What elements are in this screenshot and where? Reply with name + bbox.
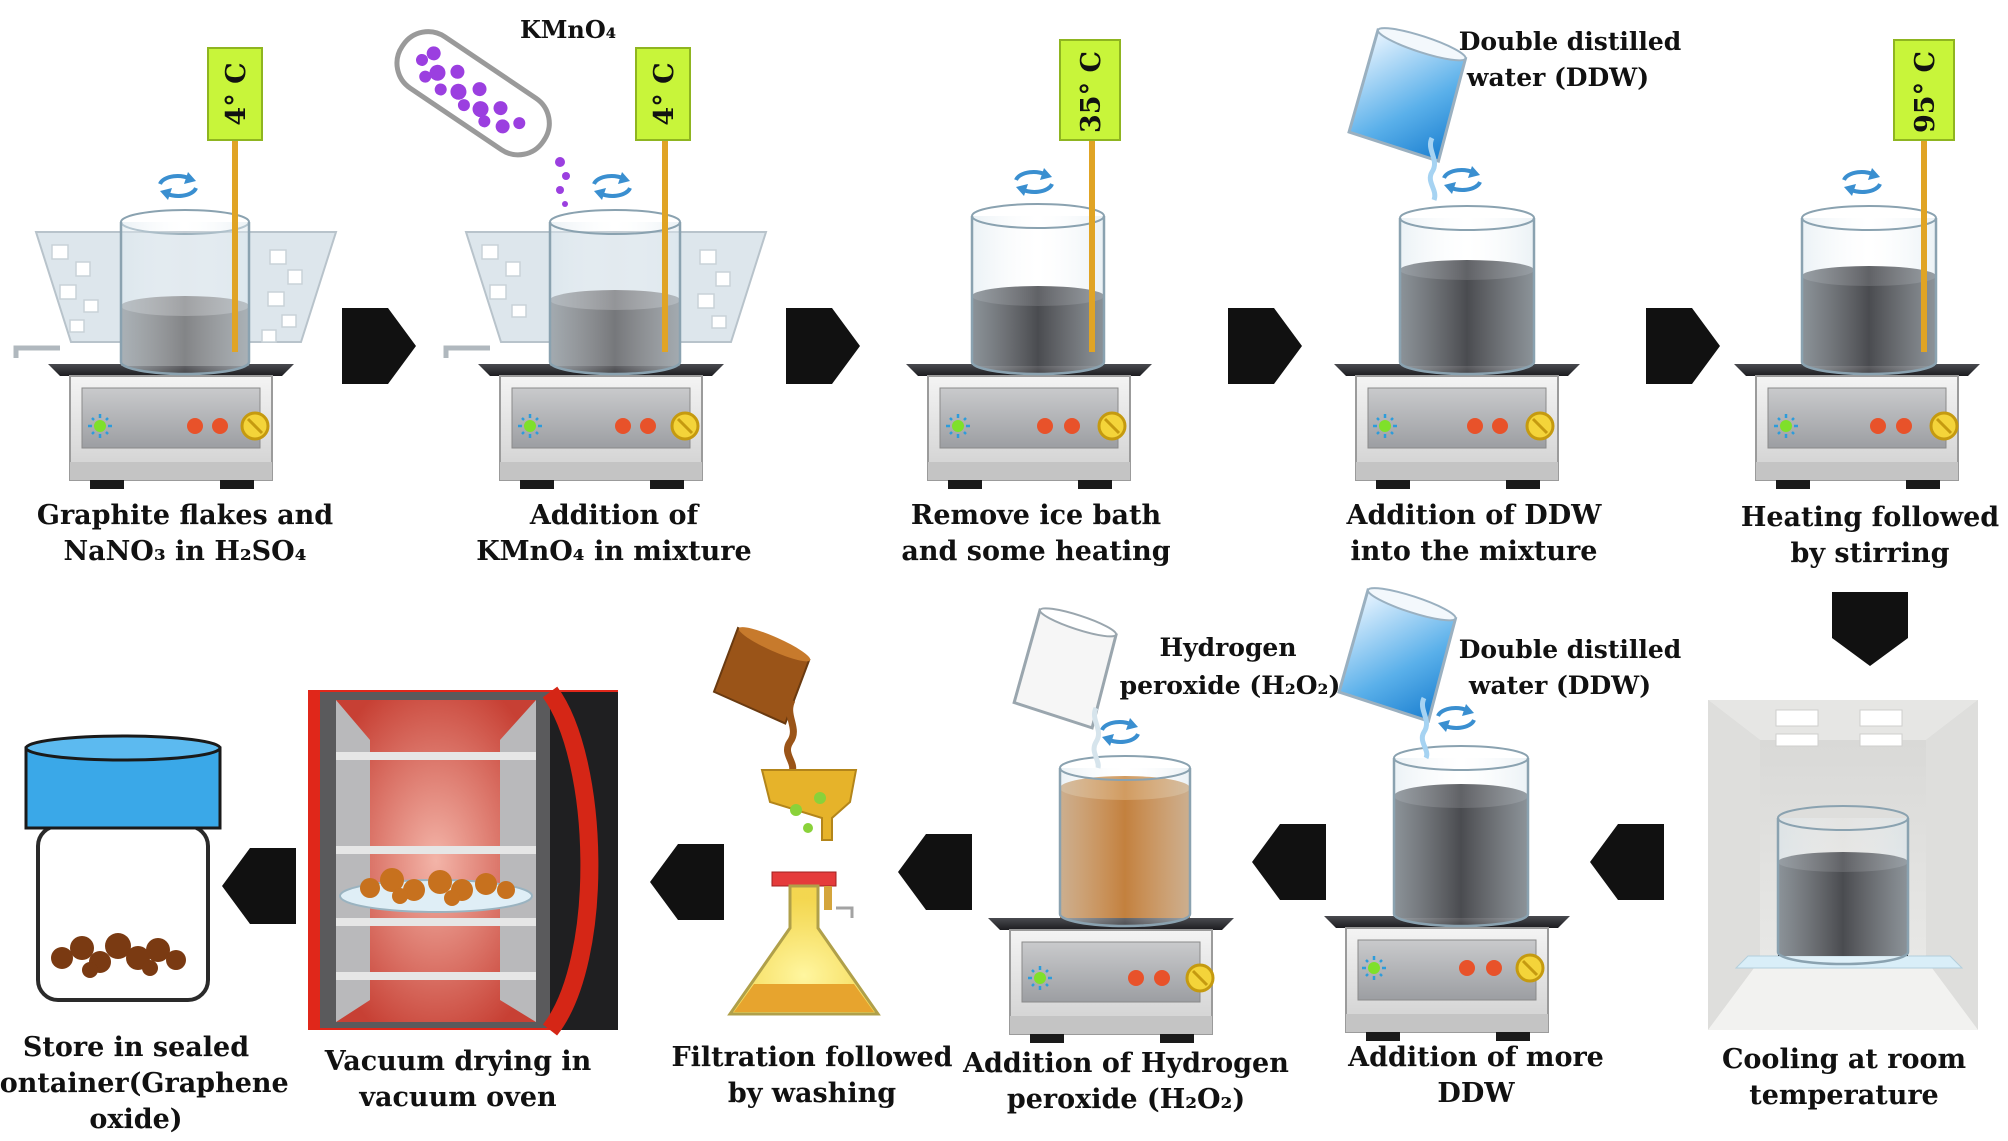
- step-5-caption: Heating followed by stirring: [1740, 502, 2000, 569]
- step-5-setup: [1733, 39, 1981, 490]
- direction-arrow-icon: [898, 834, 972, 910]
- stirring-rotation-icon: [1442, 164, 1482, 196]
- temp-step-3: 35° C: [1076, 51, 1107, 133]
- step-7-caption: Addition of more DDW: [1348, 1042, 1604, 1109]
- step-4-setup: [1333, 27, 1581, 490]
- direction-arrow-icon: [650, 844, 724, 920]
- step-10-setup: [308, 686, 618, 1036]
- reagent-ddw-label-top: Double distilled water (DDW): [1459, 27, 1682, 92]
- knob-icon: [240, 411, 270, 441]
- temp-step-5: 95° C: [1910, 51, 1941, 133]
- direction-arrow-icon: [1646, 308, 1720, 384]
- direction-arrow-icon: [1252, 824, 1326, 900]
- stirring-rotation-icon: [1100, 716, 1140, 748]
- stirring-rotation-icon: [1014, 166, 1054, 198]
- direction-arrow-icon: [222, 848, 296, 924]
- step-11-caption: Store in sealed container(Graphene oxide…: [0, 1032, 289, 1135]
- step-4-caption: Addition of DDW into the mixture: [1346, 500, 1602, 567]
- step-6-setup: [1708, 700, 1978, 1030]
- step-6-caption: Cooling at room temperature: [1721, 1044, 1967, 1111]
- direction-arrow-icon: [1832, 592, 1908, 666]
- step-3-caption: Remove ice bath and some heating: [901, 500, 1171, 567]
- direction-arrow-icon: [786, 308, 860, 384]
- step-1-setup: [13, 47, 337, 490]
- svg-text:water (DDW): water (DDW): [1468, 671, 1651, 700]
- knob-icon: [670, 411, 700, 441]
- step-10-caption: Vacuum drying in vacuum oven: [324, 1046, 592, 1113]
- svg-text:peroxide (H₂O₂): peroxide (H₂O₂): [1120, 671, 1341, 700]
- svg-text:Double distilled: Double distilled: [1459, 27, 1682, 56]
- step-1-caption: Graphite flakes and NaNO₃ in H₂SO₄: [36, 500, 334, 567]
- knob-icon: [1929, 411, 1959, 441]
- knob-icon: [1515, 953, 1545, 983]
- knob-icon: [1097, 411, 1127, 441]
- temp-step-2: 4° C: [649, 62, 680, 125]
- step-8-setup: [987, 607, 1235, 1044]
- stirring-rotation-icon: [1436, 702, 1476, 734]
- stirring-rotation-icon: [158, 170, 198, 202]
- reagent-ddw-label-bottom: Double distilled water (DDW): [1459, 635, 1682, 700]
- svg-text:Hydrogen: Hydrogen: [1159, 633, 1296, 662]
- step-2-caption: Addition of KMnO₄ in mixture: [476, 500, 752, 567]
- step-8-caption: Addition of Hydrogen peroxide (H₂O₂): [963, 1048, 1289, 1115]
- step-9-caption: Filtration followed by washing: [671, 1042, 953, 1109]
- step-9-setup: [712, 626, 881, 1016]
- direction-arrow-icon: [1228, 308, 1302, 384]
- step-3-setup: [905, 39, 1153, 490]
- direction-arrow-icon: [342, 308, 416, 384]
- reagent-kmno4-label: KMnO₄: [520, 15, 616, 44]
- knob-icon: [1185, 963, 1215, 993]
- knob-icon: [1525, 411, 1555, 441]
- step-2-setup: [394, 29, 767, 490]
- step-11-setup: [24, 734, 222, 1002]
- stirring-rotation-icon: [1842, 166, 1882, 198]
- stirring-rotation-icon: [592, 170, 632, 202]
- step-7-setup: [1323, 587, 1571, 1042]
- svg-text:water (DDW): water (DDW): [1466, 63, 1649, 92]
- svg-text:Double distilled: Double distilled: [1459, 635, 1682, 664]
- temp-step-1: 4° C: [221, 62, 252, 125]
- direction-arrow-icon: [1590, 824, 1664, 900]
- reagent-h2o2-label: Hydrogen peroxide (H₂O₂): [1120, 633, 1341, 700]
